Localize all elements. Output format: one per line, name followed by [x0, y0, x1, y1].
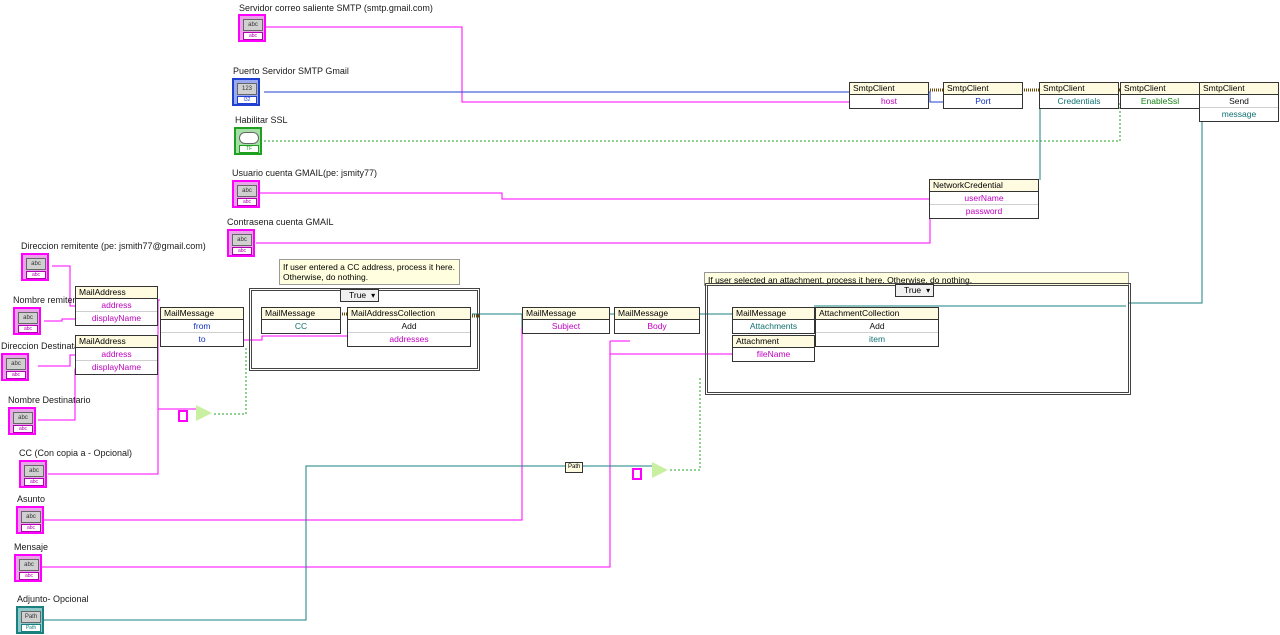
- mail-address-sender-node[interactable]: MailAddress address displayName: [75, 286, 158, 326]
- not-empty-compare-icon[interactable]: [652, 462, 668, 478]
- string-control-icon: abc: [21, 511, 41, 523]
- smtp-client-credentials-node[interactable]: SmtpClient Credentials: [1039, 82, 1119, 109]
- empty-string-compare-icon[interactable]: [196, 405, 212, 421]
- user-label: Usuario cuenta GMAIL(pe: jsmity77): [232, 168, 378, 178]
- message-label: Mensaje: [14, 542, 49, 552]
- attachment-label: Adjunto- Opcional: [17, 594, 89, 604]
- attachment-collection-node[interactable]: AttachmentCollection Add item: [815, 307, 939, 347]
- smtp-client-port-node[interactable]: SmtpClient Port: [943, 82, 1023, 109]
- string-control-icon: abc: [237, 185, 257, 197]
- smtp-server-label: Servidor correo saliente SMTP (smtp.gmai…: [239, 3, 433, 13]
- mail-address-dest-node[interactable]: MailAddress address displayName: [75, 335, 158, 375]
- ssl-control[interactable]: TF: [234, 127, 262, 155]
- sender-name-label: Nombre remitente: [13, 295, 86, 305]
- ssl-label: Habilitar SSL: [235, 115, 288, 125]
- empty-string-constant[interactable]: [178, 410, 188, 422]
- empty-string-constant-2[interactable]: [632, 468, 642, 480]
- cc-case-comment: If user entered a CC address, process it…: [279, 259, 460, 285]
- network-credential-node[interactable]: NetworkCredential userName password: [929, 179, 1039, 219]
- smtp-client-enablessl-node[interactable]: SmtpClient EnableSsl: [1120, 82, 1200, 109]
- boolean-control-icon: [239, 132, 259, 144]
- smtp-client-host-node[interactable]: SmtpClient host: [849, 82, 929, 109]
- string-control-icon: abc: [19, 559, 39, 571]
- smtp-port-label: Puerto Servidor SMTP Gmail: [233, 66, 349, 76]
- cc-case-selector[interactable]: True: [340, 289, 380, 302]
- mail-address-collection-node[interactable]: MailAddressCollection Add addresses: [347, 307, 471, 347]
- string-control-icon: abc: [13, 412, 33, 424]
- attachment-node[interactable]: Attachment fileName: [732, 335, 815, 362]
- mail-message-body-node[interactable]: MailMessage Body: [614, 307, 700, 334]
- sender-address-label: Direccion remitente (pe: jsmith77@gmail.…: [21, 241, 206, 251]
- string-control-icon: abc: [24, 465, 44, 477]
- path-to-string-function[interactable]: Path: [565, 462, 584, 473]
- string-control-icon: abc: [26, 258, 46, 270]
- mail-message-cc-node[interactable]: MailMessage CC: [261, 307, 341, 334]
- attachment-case-selector[interactable]: True: [895, 284, 935, 297]
- string-control-icon: abc: [243, 19, 263, 31]
- dest-name-label: Nombre Destinatario: [8, 395, 91, 405]
- mail-message-attachments-node[interactable]: MailMessage Attachments: [732, 307, 815, 334]
- subject-label: Asunto: [17, 494, 46, 504]
- dest-address-label: Direccion Destinatario: [1, 341, 90, 351]
- mail-message-subject-node[interactable]: MailMessage Subject: [522, 307, 610, 334]
- path-control-icon: Path: [21, 611, 41, 623]
- string-control-icon: abc: [232, 234, 252, 246]
- smtp-client-send-node[interactable]: SmtpClient Send message: [1199, 82, 1279, 122]
- cc-label: CC (Con copia a - Opcional): [19, 448, 133, 458]
- password-label: Contrasena cuenta GMAIL: [227, 217, 334, 227]
- numeric-control-icon: 123: [237, 83, 257, 95]
- mail-message-from-to-node[interactable]: MailMessage from to: [160, 307, 244, 347]
- string-control-icon: abc: [18, 312, 38, 324]
- string-control-icon: abc: [6, 358, 26, 370]
